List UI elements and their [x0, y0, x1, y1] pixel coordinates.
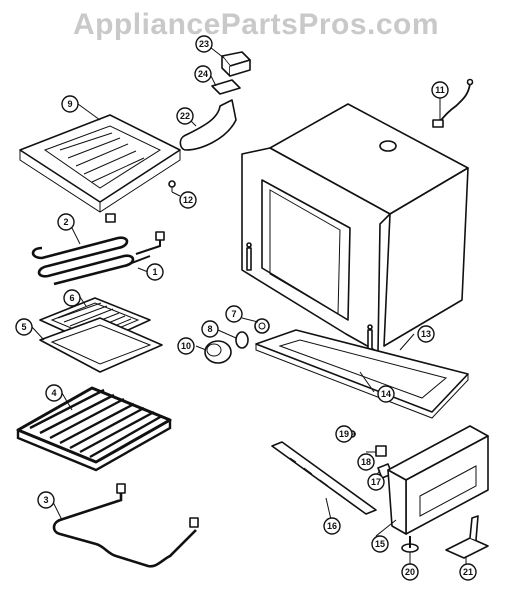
part-small-hardware	[348, 430, 393, 479]
svg-text:10: 10	[181, 341, 191, 351]
leader-lines	[31, 43, 467, 566]
svg-text:8: 8	[207, 324, 212, 334]
part-drawer-box	[387, 425, 489, 535]
svg-text:17: 17	[371, 477, 381, 487]
part-oven-bottom	[255, 329, 469, 419]
callout-18: 18	[357, 453, 375, 471]
svg-text:5: 5	[21, 322, 26, 332]
callout-6: 6	[63, 289, 81, 307]
svg-text:13: 13	[421, 329, 431, 339]
callout-3: 3	[37, 491, 55, 509]
svg-text:9: 9	[67, 99, 72, 109]
callout-8: 8	[201, 320, 219, 338]
svg-text:12: 12	[183, 195, 193, 205]
svg-text:20: 20	[405, 567, 415, 577]
svg-text:2: 2	[63, 217, 68, 227]
callout-1: 1	[146, 263, 164, 281]
svg-text:3: 3	[43, 495, 48, 505]
svg-text:24: 24	[198, 69, 208, 79]
svg-text:4: 4	[51, 388, 56, 398]
part-bake-element	[52, 483, 199, 568]
svg-text:21: 21	[463, 567, 473, 577]
callout-21: 21	[459, 563, 477, 581]
callout-4: 4	[45, 384, 63, 402]
callout-7: 7	[225, 305, 243, 323]
part-oven-rack	[16, 386, 172, 472]
callout-12: 12	[179, 191, 197, 209]
callout-17: 17	[367, 473, 385, 491]
part-anti-tip-bracket	[445, 515, 489, 559]
part-vent-assembly	[179, 51, 251, 151]
svg-text:23: 23	[199, 39, 209, 49]
part-broiler-shield	[19, 114, 181, 213]
part-leveling-leg	[401, 536, 419, 553]
part-light-assembly	[204, 318, 270, 364]
svg-text:19: 19	[339, 429, 349, 439]
part-broiler-pan	[39, 317, 163, 373]
callout-22: 22	[176, 107, 194, 125]
callout-13: 13	[417, 325, 435, 343]
svg-text:16: 16	[327, 521, 337, 531]
watermark: AppliancePartsPros.com	[72, 8, 440, 41]
svg-text:14: 14	[381, 389, 391, 399]
callout-10: 10	[177, 337, 195, 355]
oven-cavity	[241, 103, 469, 353]
callout-19: 19	[335, 425, 353, 443]
callout-24: 24	[194, 65, 212, 83]
callout-2: 2	[57, 213, 75, 231]
callout-16: 16	[323, 517, 341, 535]
callout-20: 20	[401, 563, 419, 581]
callout-5: 5	[15, 318, 33, 336]
svg-text:1: 1	[152, 267, 157, 277]
callout-14: 14	[377, 385, 395, 403]
svg-text:11: 11	[435, 85, 445, 95]
part-screw	[168, 180, 176, 192]
svg-text:18: 18	[361, 457, 371, 467]
callout-23: 23	[195, 35, 213, 53]
svg-text:6: 6	[69, 293, 74, 303]
callout-11: 11	[431, 81, 449, 99]
svg-text:15: 15	[375, 539, 385, 549]
callout-15: 15	[371, 535, 389, 553]
part-ground-wire	[432, 78, 474, 128]
callout-9: 9	[61, 95, 79, 113]
part-broil-element	[31, 213, 165, 286]
svg-text:22: 22	[180, 111, 190, 121]
part-kick-panel	[271, 441, 377, 515]
svg-text:7: 7	[231, 309, 236, 319]
